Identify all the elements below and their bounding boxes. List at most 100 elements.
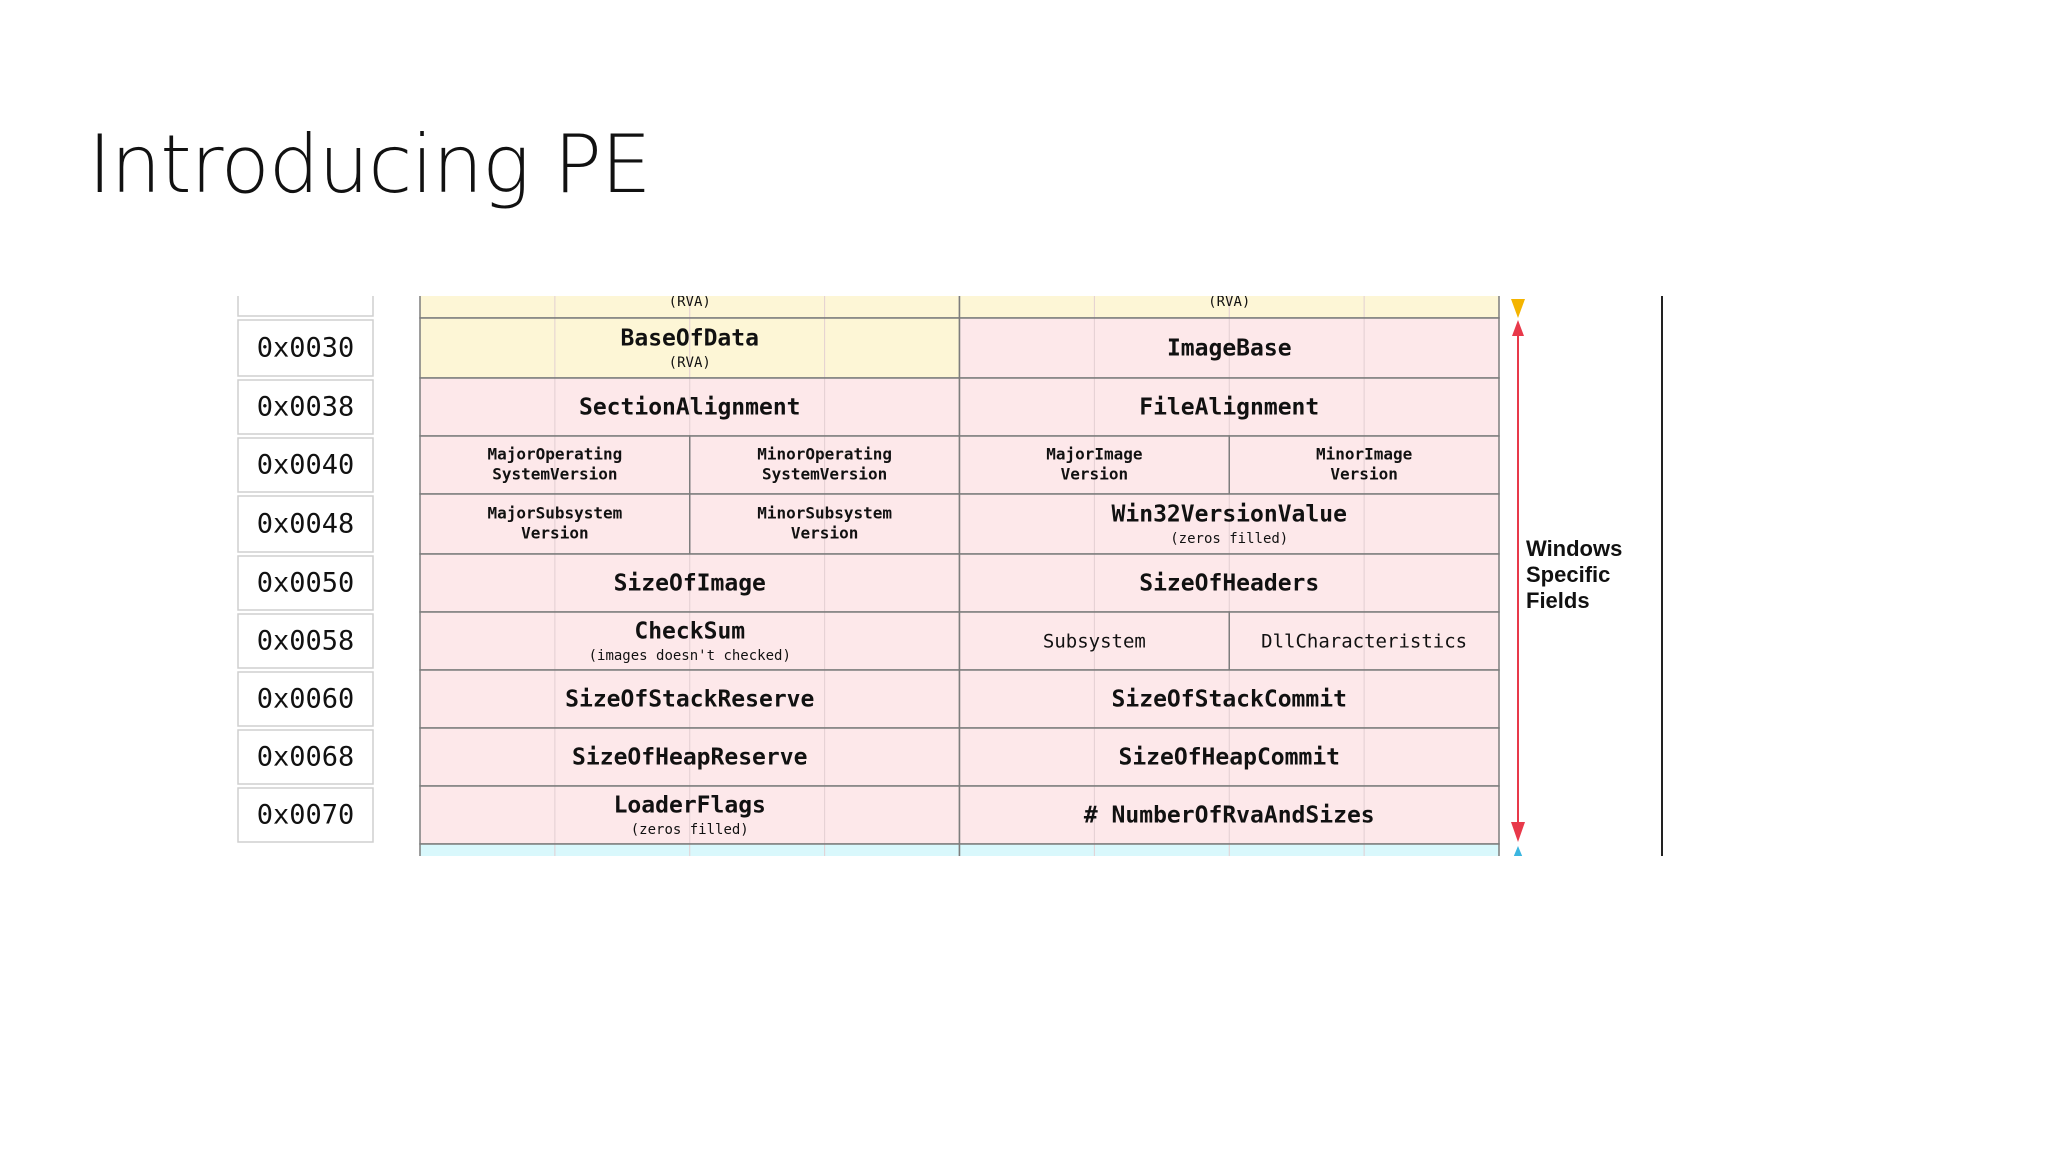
field-name-line: MinorImage [1316, 445, 1412, 464]
field-cell: SizeOfImage [419, 553, 961, 613]
offset-cell: 0x0048 [237, 495, 374, 553]
offset-cell: 0x0020 [237, 263, 374, 317]
offset-box [237, 437, 374, 493]
offset-label: 0x0058 [257, 626, 355, 657]
offset-label: 0x0040 [257, 450, 355, 481]
offset-box [237, 787, 374, 843]
field-cell: (RVA) [419, 294, 961, 319]
yellow-arrowhead-icon [1511, 299, 1525, 318]
offset-cell: 0x0050 [237, 555, 374, 611]
offset-cell: 0x0040 [237, 437, 374, 493]
field-name: LoaderFlags [614, 793, 766, 819]
red-arrowhead-down-icon [1511, 822, 1525, 842]
field-name: SizeOfHeaders [1139, 571, 1319, 597]
offset-cell: 0x0060 [237, 671, 374, 727]
field-cell: CheckSum(images doesn't checked) [419, 611, 961, 671]
offset-box [237, 319, 374, 377]
field-cell: DllCharacteristics [1228, 611, 1500, 671]
cyan-arrowhead-icon [1513, 846, 1523, 856]
field-cell: BaseOfData(RVA) [419, 317, 961, 379]
field-name: Subsystem [1043, 631, 1146, 653]
field-name: FileAlignment [1139, 395, 1319, 421]
field-name: CheckSum [634, 619, 745, 645]
offset-label: 0x0070 [257, 800, 355, 831]
field-row: (RVA) (RVA) [419, 294, 1500, 319]
offset-label: 0x0020 [257, 263, 355, 294]
offset-label: 0x0050 [257, 568, 355, 599]
field-name-line: MajorSubsystem [487, 504, 622, 523]
field-cell: SizeOfStackCommit [958, 669, 1500, 729]
range-arrows [1511, 299, 1525, 856]
field-name-line: MinorOperating [757, 445, 892, 464]
field-cell: (RVA) [958, 294, 1500, 319]
field-cell-border [419, 843, 961, 856]
field-name: SectionAlignment [579, 395, 801, 421]
field-name-line: MajorImage [1046, 445, 1142, 464]
field-cell: # NumberOfRvaAndSizes [958, 785, 1500, 845]
offset-box [237, 729, 374, 785]
offset-box [237, 296, 374, 317]
field-name: ImageBase [1167, 336, 1292, 362]
field-cell: Subsystem [958, 611, 1230, 671]
side-label-line: Windows [1526, 536, 1622, 561]
field-name-line: Version [1061, 465, 1128, 484]
offset-cell: 0x0070 [237, 787, 374, 843]
field-cell: ImageBase [958, 317, 1500, 379]
field-cell: SizeOfHeaders [958, 553, 1500, 613]
offset-cell: 0x0038 [237, 379, 374, 435]
field-row: LoaderFlags(zeros filled)# NumberOfRvaAn… [419, 785, 1500, 845]
field-cell: Win32VersionValue (zeros filled) [958, 493, 1500, 555]
offset-box [237, 495, 374, 553]
field-name-line: MinorSubsystem [757, 504, 892, 523]
field-name: DllCharacteristics [1261, 631, 1467, 653]
field-name: SizeOfHeapCommit [1118, 745, 1340, 771]
offset-label: 0x0048 [257, 509, 355, 540]
field-row: MajorSubsystemVersionMinorSubsystemVersi… [419, 493, 1500, 555]
field-name: Win32VersionValue [1112, 502, 1347, 528]
field-name-line: Version [521, 524, 588, 543]
field-name: SizeOfStackCommit [1112, 687, 1347, 713]
red-arrowhead-up-icon [1512, 320, 1524, 336]
side-label-line: Fields [1526, 588, 1590, 613]
field-row: SizeOfImage SizeOfHeaders [419, 553, 1500, 613]
field-note: (RVA) [669, 355, 711, 371]
field-cell: SizeOfStackReserve [419, 669, 961, 729]
field-name-line: SystemVersion [492, 465, 617, 484]
field-name: SizeOfHeapReserve [572, 745, 807, 771]
field-name: SizeOfStackReserve [565, 687, 814, 713]
field-note: (zeros filled) [1170, 531, 1288, 547]
field-cell: SizeOfHeapReserve [419, 727, 961, 787]
slide-title: Introducing PE [88, 118, 651, 211]
field-cell: SizeOfHeapCommit [958, 727, 1500, 787]
field-row: CheckSum(images doesn't checked) Subsyste… [419, 611, 1500, 671]
field-name-line: Version [1330, 465, 1397, 484]
offset-box [237, 613, 374, 669]
offset-cell: 0x0058 [237, 613, 374, 669]
offset-box [237, 379, 374, 435]
header-table: 0x0020 0x0030 0x0038 0x0040 0x0048 0x0050 0x00… [237, 263, 1663, 856]
field-row: SizeOfHeapReserve SizeOfHeapCommit [419, 727, 1500, 787]
field-row: BaseOfData(RVA) ImageBase [419, 317, 1500, 379]
offset-cell: 0x0068 [237, 729, 374, 785]
offset-label: 0x0030 [257, 333, 355, 364]
field-row: SizeOfStackReserve SizeOfStackCommit [419, 669, 1500, 729]
offset-label: 0x0038 [257, 392, 355, 423]
field-note: (RVA) [1208, 294, 1250, 310]
field-cell: SectionAlignment [419, 377, 961, 437]
field-row [419, 843, 1500, 856]
field-cell [419, 843, 961, 856]
field-note: (RVA) [669, 294, 711, 310]
field-cell-border [958, 843, 1500, 856]
side-label-line: Specific [1526, 562, 1610, 587]
field-row: SectionAlignment FileAlignment [419, 377, 1500, 437]
field-name: SizeOfImage [614, 571, 766, 597]
field-cell [958, 843, 1500, 856]
